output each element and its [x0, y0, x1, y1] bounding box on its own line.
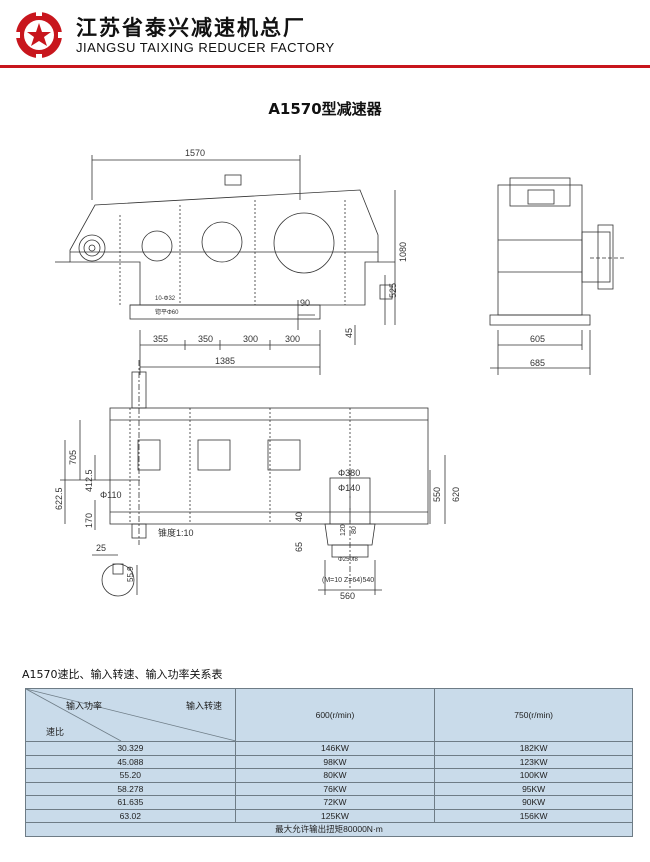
ratio-cell: 61.635 [25, 795, 236, 810]
corner-label-ratio: 速比 [46, 727, 65, 737]
company-name-cn: 江苏省泰兴减速机总厂 [76, 15, 306, 40]
gear-note: (M=10 Z=64)540 [322, 577, 374, 584]
dim-170: 170 [84, 513, 94, 528]
dim-560: 560 [340, 591, 355, 601]
dim-550: 550 [432, 487, 442, 502]
table-title: A1570速比、输入转速、输入功率关系表 [22, 668, 223, 681]
dim-40: 40 [294, 512, 304, 522]
table-corner-header: 输入功率 输入转速 速比 [25, 688, 236, 742]
dim-705: 705 [68, 450, 78, 465]
company-logo-icon [14, 10, 64, 60]
page-header: 江苏省泰兴减速机总厂 JIANGSU TAIXING REDUCER FACTO… [0, 0, 650, 68]
power-750-cell: 156KW [434, 808, 633, 823]
column-header-750: 750(r/min) [434, 688, 633, 742]
dim-1385: 1385 [215, 356, 235, 366]
dim-525: 525 [388, 283, 398, 298]
dim-300a: 300 [243, 334, 258, 344]
power-600-cell: 98KW [234, 754, 436, 769]
power-750-cell: 182KW [434, 741, 633, 756]
dim-412: 412.5 [84, 469, 94, 492]
corner-label-speed: 输入转速 [186, 701, 223, 711]
power-600-cell: 76KW [234, 781, 436, 796]
dim-120: 120 [340, 524, 347, 536]
power-750-cell: 95KW [434, 781, 633, 796]
dim-phi140: Φ140 [338, 483, 360, 493]
power-600-cell: 72KW [234, 795, 436, 810]
reducer-technical-drawing: 1570 1080 525 90 45 355 350 300 300 1385… [54, 148, 625, 601]
drawing-title: A1570型减速器 [268, 100, 382, 118]
dim-90: 90 [300, 298, 310, 308]
power-600-cell: 80KW [234, 768, 436, 783]
power-600-cell: 146KW [234, 741, 436, 756]
table-footer-row: 最大允许输出扭矩80000N·m [25, 822, 633, 837]
table-row: 63.02 125KW 156KW [25, 808, 633, 823]
dim-1570: 1570 [185, 148, 205, 158]
bolt-note-2: 锪平Φ60 [155, 308, 179, 316]
corner-label-power: 输入功率 [66, 701, 103, 711]
ratio-cell: 55.20 [25, 768, 236, 783]
power-600-cell: 125KW [234, 808, 436, 823]
ratio-cell: 30.329 [25, 741, 236, 756]
dim-65: 65 [294, 542, 304, 552]
dim-45: 45 [344, 328, 354, 338]
dim-25: 25 [96, 543, 106, 553]
dim-1080: 1080 [398, 242, 408, 262]
power-750-cell: 90KW [434, 795, 633, 810]
dim-80: 80 [351, 526, 358, 534]
ratio-cell: 63.02 [25, 808, 236, 823]
power-750-cell: 123KW [434, 754, 633, 769]
dim-350: 350 [198, 334, 213, 344]
ratio-speed-power-table: 输入功率 输入转速 速比 600(r/min) 750(r/min) 30.32… [25, 688, 633, 837]
dim-phi110: Φ110 [100, 490, 122, 500]
dim-685: 685 [530, 358, 545, 368]
bolt-note-1: 10-Φ32 [155, 296, 176, 302]
power-750-cell: 100KW [434, 768, 633, 783]
table-row: 55.20 80KW 100KW [25, 768, 633, 783]
table-row: 58.278 76KW 95KW [25, 781, 633, 796]
table-row: 30.329 146KW 182KW [25, 741, 633, 756]
dim-355: 355 [153, 334, 168, 344]
ratio-cell: 45.088 [25, 754, 236, 769]
table-row: 61.635 72KW 90KW [25, 795, 633, 810]
dim-55: 55.9 [126, 566, 135, 582]
header-divider [0, 65, 650, 68]
dim-phi380: Φ380 [338, 468, 360, 478]
dim-phi250: Φ250f8 [338, 557, 358, 563]
dim-622: 622.5 [54, 487, 64, 510]
corner-diagonal-lines [26, 689, 236, 741]
dim-620: 620 [451, 487, 461, 502]
table-row: 45.088 98KW 123KW [25, 754, 633, 769]
column-header-600: 600(r/min) [234, 688, 436, 742]
dim-300b: 300 [285, 334, 300, 344]
taper-note: 锥度1:10 [158, 527, 194, 538]
max-torque-note: 最大允许输出扭矩80000N·m [25, 822, 633, 837]
company-name-en: JIANGSU TAIXING REDUCER FACTORY [76, 40, 335, 55]
dim-605: 605 [530, 334, 545, 344]
ratio-cell: 58.278 [25, 781, 236, 796]
